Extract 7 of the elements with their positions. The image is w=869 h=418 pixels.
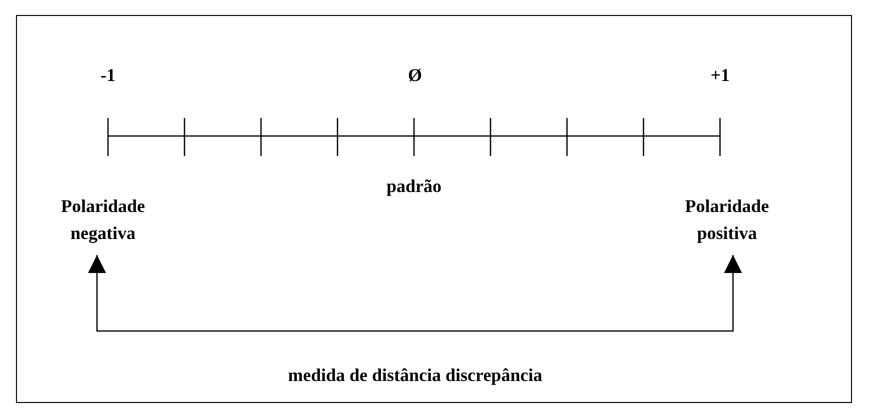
pole-label: Polaridade positiva <box>662 193 792 255</box>
scale-value: -1 <box>100 64 116 87</box>
arrow <box>88 255 742 332</box>
scale-value: Ø <box>408 64 422 87</box>
pole-label: Polaridade negativa <box>38 193 168 255</box>
scale-value: +1 <box>710 64 730 87</box>
scale-label: padrão <box>386 175 442 198</box>
